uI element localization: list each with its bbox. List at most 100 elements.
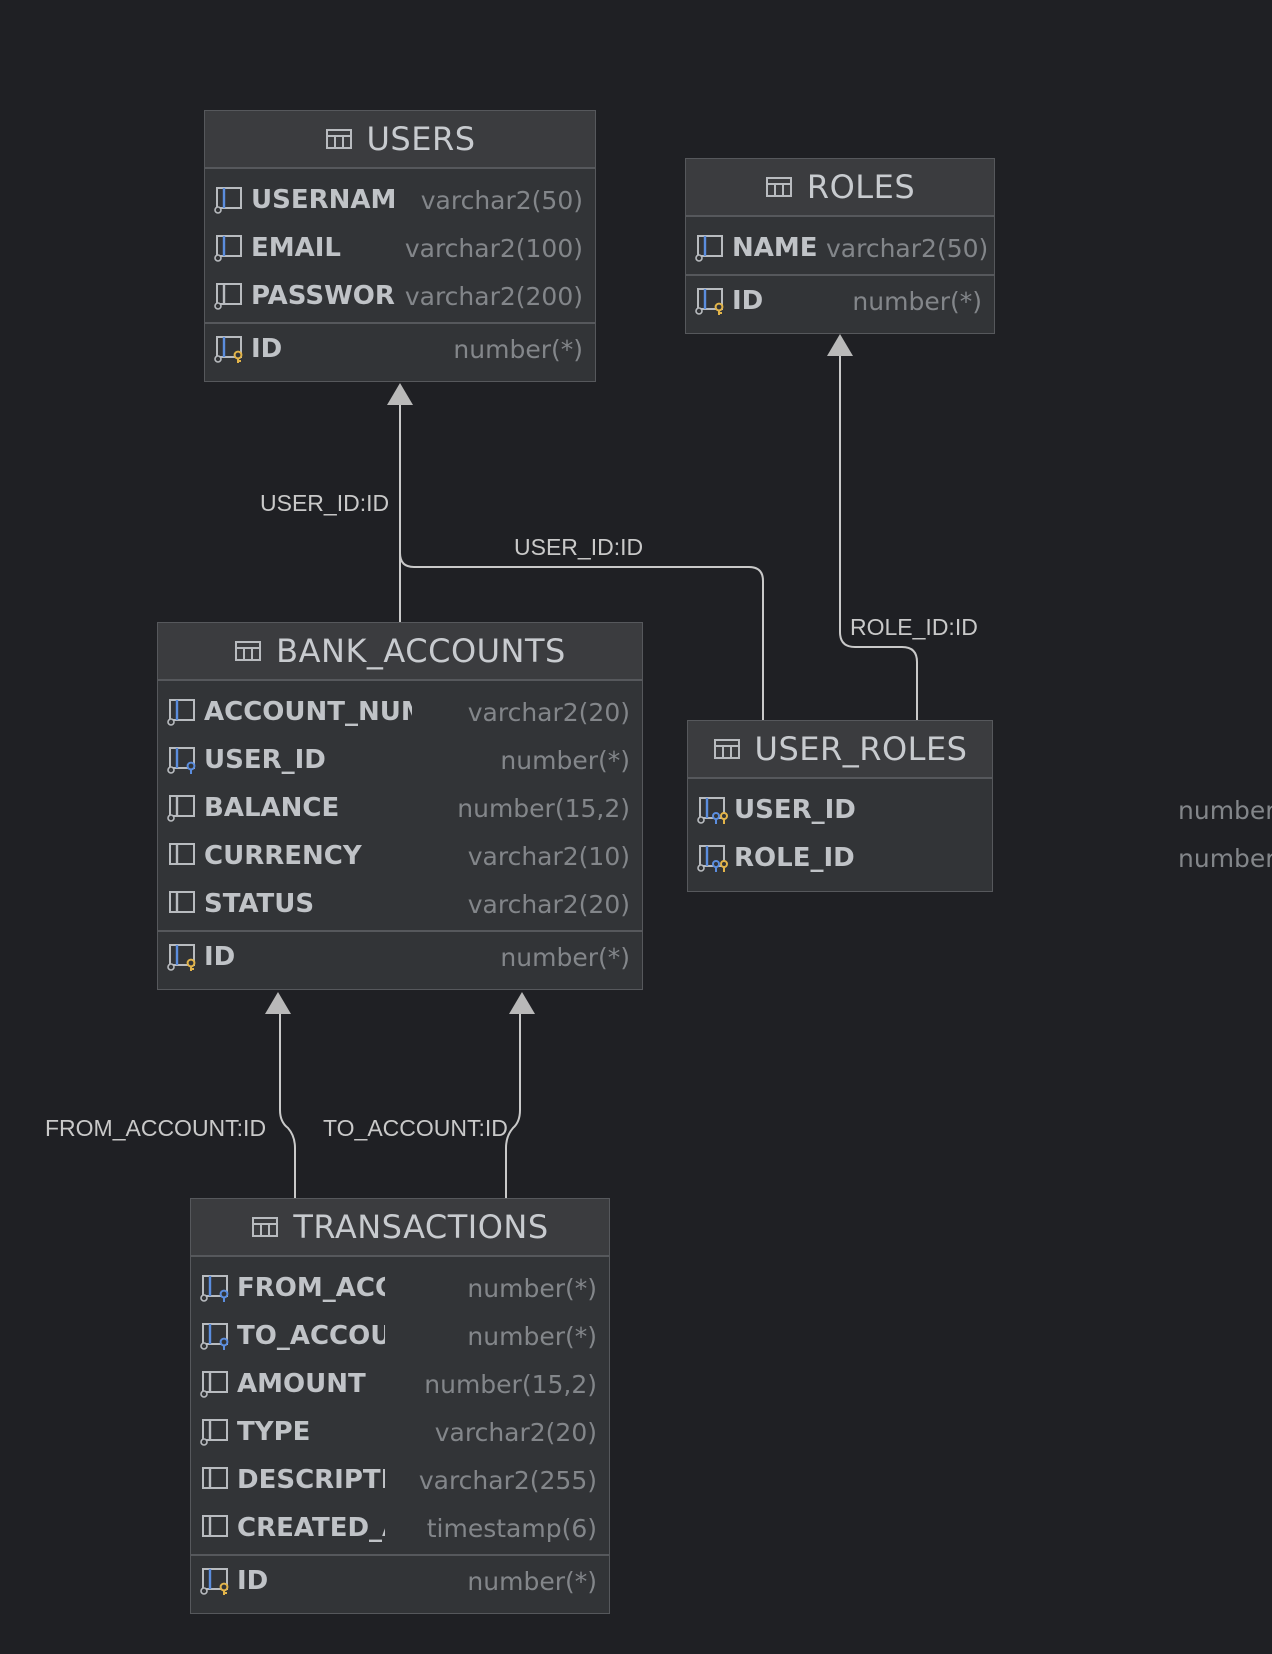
table-header: USERS <box>205 111 595 169</box>
column-notnull-icon <box>166 793 200 823</box>
column-row[interactable]: USERNAME varchar2(50) <box>205 176 595 224</box>
column-type: timestamp(6) <box>426 1513 597 1543</box>
table-user-roles[interactable]: USER_ROLES USER_ID number(*) ROLE_ID number… <box>687 720 1272 892</box>
column-icon <box>199 1513 233 1543</box>
column-type: number(*) <box>500 745 630 775</box>
relation-ur-users[interactable]: USER_ID:ID <box>399 405 764 720</box>
column-list: NAME varchar2(50) ID number(*) <box>686 217 994 326</box>
column-row[interactable]: ACCOUNT_NUMBERvarchar2(20) <box>158 688 642 736</box>
table-header: BANK_ACCOUNTS <box>158 623 642 681</box>
column-name: TYPE <box>237 1417 311 1447</box>
column-type: number(*) <box>467 1273 597 1303</box>
primary-key-row[interactable]: ID number(*) <box>205 324 595 374</box>
column-row[interactable]: ROLE_ID number(*) <box>688 834 1272 882</box>
column-name: USERNAME <box>251 185 397 215</box>
column-type: number(*) <box>467 1566 597 1596</box>
column-icon <box>166 889 200 919</box>
column-name: CURRENCY <box>204 841 362 871</box>
column-row[interactable]: BALANCE number(15,2) <box>158 784 642 832</box>
table-users[interactable]: USERS USERNAME varchar2(50) EMAIL varchar2(… <box>204 110 596 382</box>
column-row[interactable]: USER_ID number(*) <box>688 786 1272 834</box>
table-header: USER_ROLES <box>688 721 992 779</box>
column-name: TO_ACCOUNT <box>237 1321 385 1351</box>
relation-ur-roles[interactable]: ROLE_ID:ID <box>827 334 978 720</box>
column-row[interactable]: TYPE varchar2(20) <box>191 1408 609 1456</box>
column-unique-icon <box>213 233 247 263</box>
primary-key-row[interactable]: ID number(*) <box>686 276 994 326</box>
column-unique-icon <box>166 697 200 727</box>
column-name: NAME <box>732 233 818 263</box>
table-icon <box>325 128 353 150</box>
table-transactions[interactable]: TRANSACTIONS FROM_ACCOUNT number(*) TO_ACC… <box>190 1198 610 1614</box>
column-list: ACCOUNT_NUMBERvarchar2(20) USER_ID number(… <box>158 681 642 982</box>
column-type: varchar2(100) <box>404 233 583 263</box>
column-icon <box>199 1465 233 1495</box>
column-row[interactable]: EMAIL varchar2(100) <box>205 224 595 272</box>
column-name: PASSWORD <box>251 281 397 311</box>
table-icon <box>713 738 741 760</box>
pk-fk-icon <box>696 843 730 873</box>
column-name: EMAIL <box>251 233 341 263</box>
column-type: number(*) <box>1178 795 1272 825</box>
column-type: number(*) <box>453 334 583 364</box>
column-row[interactable]: PASSWORDvarchar2(200) <box>205 272 595 320</box>
column-notnull-icon <box>213 281 247 311</box>
column-name: BALANCE <box>204 793 340 823</box>
table-title: USER_ROLES <box>754 730 968 768</box>
primary-key-divider <box>205 322 595 324</box>
column-name: ID <box>251 334 283 364</box>
primary-key-icon <box>694 286 728 316</box>
column-name: ID <box>204 942 236 972</box>
column-type: number(15,2) <box>457 793 630 823</box>
table-header: TRANSACTIONS <box>191 1199 609 1257</box>
table-bank-accounts[interactable]: BANK_ACCOUNTS ACCOUNT_NUMBERvarchar2(20)… <box>157 622 643 990</box>
column-row[interactable]: DESCRIPTION varchar2(255) <box>191 1456 609 1504</box>
column-type: varchar2(20) <box>434 1417 597 1447</box>
column-type: number(*) <box>852 286 982 316</box>
column-type: varchar2(20) <box>467 697 630 727</box>
column-unique-icon <box>694 233 728 263</box>
column-name: ROLE_ID <box>734 843 855 873</box>
primary-key-divider <box>686 274 994 276</box>
table-header: ROLES <box>686 159 994 217</box>
column-row[interactable]: TO_ACCOUNTnumber(*) <box>191 1312 609 1360</box>
foreign-key-icon <box>199 1321 233 1351</box>
primary-key-divider <box>191 1554 609 1556</box>
relation-label: USER_ID:ID <box>260 490 389 516</box>
table-title: TRANSACTIONS <box>293 1208 549 1246</box>
table-roles[interactable]: ROLES NAME varchar2(50) ID number(*) <box>685 158 995 334</box>
relation-tx-from[interactable]: FROM_ACCOUNT:ID <box>45 992 296 1198</box>
relation-tx-to[interactable]: TO_ACCOUNT:ID <box>323 992 535 1198</box>
column-row[interactable]: CREATED_AT timestamp(6) <box>191 1504 609 1552</box>
column-list: USERNAMEvarchar2(50)EMAILvarchar2(100)PA… <box>205 169 595 374</box>
relation-label: USER_ID:ID <box>514 534 643 560</box>
column-name: CREATED_AT <box>237 1513 385 1543</box>
column-row[interactable]: FROM_ACCOUNT number(*) <box>191 1264 609 1312</box>
relation-ba-users[interactable]: USER_ID:ID <box>260 383 413 622</box>
column-name: DESCRIPTION <box>237 1465 385 1495</box>
column-icon <box>166 841 200 871</box>
column-row[interactable]: NAME varchar2(50) <box>686 224 994 272</box>
primary-key-icon <box>199 1566 233 1596</box>
column-row[interactable]: USER_ID number(*) <box>158 736 642 784</box>
primary-key-icon <box>213 334 247 364</box>
column-type: number(*) <box>1178 843 1272 873</box>
column-type: varchar2(50) <box>826 233 989 263</box>
table-icon <box>765 176 793 198</box>
column-type: varchar2(50) <box>420 185 583 215</box>
column-name: STATUS <box>204 889 315 919</box>
column-type: varchar2(255) <box>418 1465 597 1495</box>
column-name: ID <box>732 286 764 316</box>
column-name: USER_ID <box>734 795 856 825</box>
column-list: USER_ID number(*) ROLE_ID number(*) <box>688 779 1272 882</box>
column-type: number(15,2) <box>424 1369 597 1399</box>
column-name: FROM_ACCOUNT <box>237 1273 385 1303</box>
column-name: USER_ID <box>204 745 326 775</box>
primary-key-icon <box>166 942 200 972</box>
